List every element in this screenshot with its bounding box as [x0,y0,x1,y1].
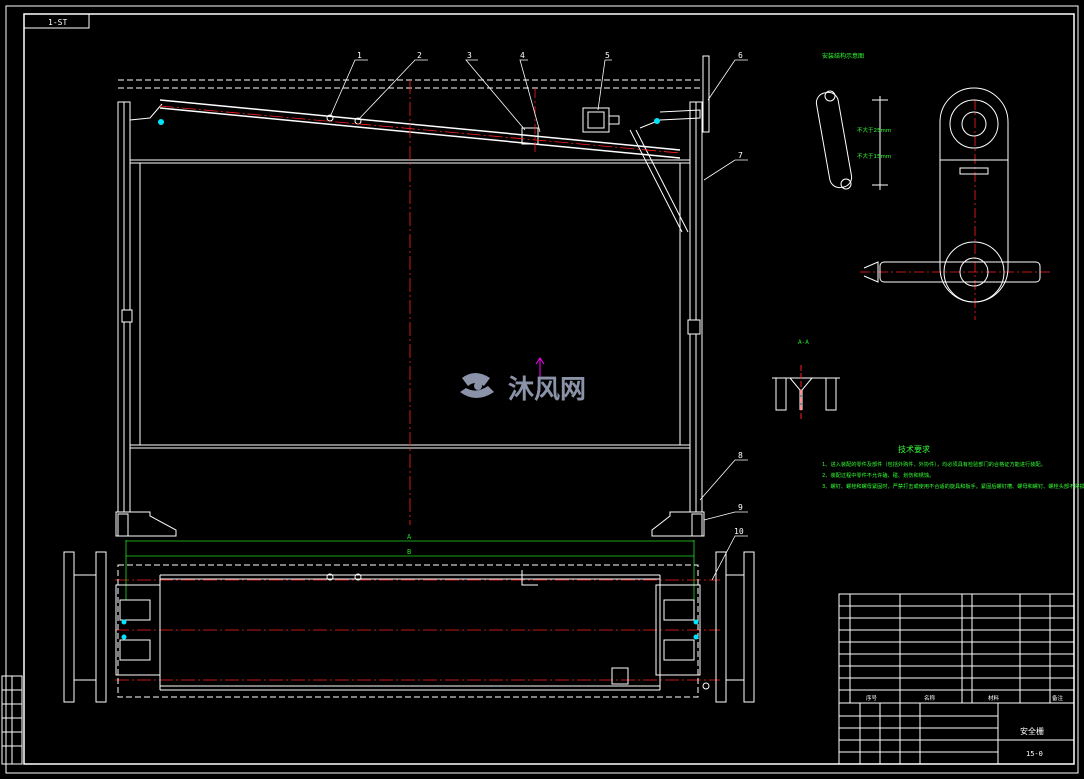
header-cell-remark: 备注 [1052,694,1064,702]
title-block [838,593,1075,765]
binding-margin [1,675,23,765]
part-number-labels: 1 2 3 4 5 6 7 8 9 10 [357,51,744,536]
part-number-5: 5 [605,51,610,60]
dimension-b: B [407,548,411,556]
tech-req-item-3: 3、螺钉、螺栓和螺母紧固时，严禁打击或使用不合适的旋具和扳手。紧固后螺钉槽、螺母… [822,482,1084,490]
watermark-text: 沐风网 [508,375,586,405]
part-number-3: 3 [467,51,472,60]
detail-note-2: 不大于15mm [857,152,891,160]
tech-req-list: 1、进入装配的零件及部件（包括外购件、外协件），均必须具有检验部门的合格证方能进… [822,460,1084,490]
tech-req-item-2: 2、装配过程中零件不允许磕、碰、划伤和锈蚀。 [822,471,934,479]
detail-title: 安装结构示意图 [822,52,864,60]
tech-req-item-1: 1、进入装配的零件及部件（包括外购件、外协件），均必须具有检验部门的合格证方能进… [822,460,1046,468]
part-number-1: 1 [357,51,362,60]
header-cell-name: 名称 [924,694,936,702]
corner-tag-box [23,13,90,29]
leader-lines [329,59,748,581]
part-number-4: 4 [520,51,525,60]
header-cell-material: 材料 [988,694,1000,702]
plan-view [63,551,755,703]
plan-pivot-markers [121,619,699,640]
drawing-title: 安全栅 [1020,726,1044,736]
detail-note-1: 不大于25mm [857,126,891,134]
part-number-7: 7 [738,151,743,160]
dimension-lines [125,540,695,600]
detail-annotations: 不大于25mm 不大于15mm [857,126,891,160]
title-block-header: 序号 名称 材料 备注 [866,694,1064,702]
corner-tag: 1-ST [48,18,67,27]
part-number-2: 2 [417,51,422,60]
part-number-9: 9 [738,503,743,512]
pivot-markers [158,118,660,125]
sheet-outer-border [5,5,1079,774]
section-view [772,365,840,420]
section-label: A-A [798,339,809,346]
centerlines [115,80,1050,681]
dimension-a: A [407,533,412,541]
sheet-inner-border [23,13,1075,765]
front-view [115,55,710,537]
part-number-10: 10 [734,527,744,536]
header-cell-index: 序号 [866,694,878,702]
detail-view [815,87,1041,303]
part-number-8: 8 [738,451,743,460]
watermark-logo-icon [460,373,494,398]
drawing-code: 15-0 [1026,750,1043,758]
origin-marker [535,357,545,392]
part-number-6: 6 [738,51,743,60]
tech-req-title: 技术要求 [898,444,930,454]
